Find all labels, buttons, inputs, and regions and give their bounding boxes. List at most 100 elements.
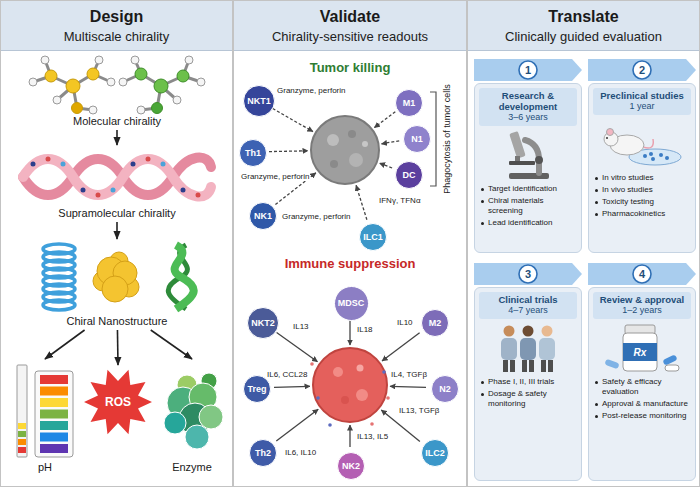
bullet-row: Chiral materials screening <box>479 196 577 216</box>
cytokine-label: IL4, TGFβ <box>390 370 428 379</box>
cell-outline <box>240 140 267 167</box>
immune-cell: NK1 <box>249 202 277 230</box>
card-duration: 1–2 years <box>595 305 689 316</box>
cell-outline <box>422 310 449 337</box>
timeline-band <box>474 263 582 285</box>
bullet-item: Pharmacokinetics <box>602 209 665 219</box>
cytokine-arrow <box>274 386 310 387</box>
figure-caption: pH <box>9 461 81 474</box>
illustration <box>84 370 152 435</box>
bullet-item: Target identification <box>488 184 557 194</box>
effector-arrow <box>269 150 308 152</box>
card-heading: Clinical trials4–7 years <box>479 292 577 319</box>
card-title: Research & development <box>481 90 575 112</box>
cytokine-label: IL13, TGFβ <box>398 406 440 415</box>
process-note: Phagocytosis of tumor cells <box>441 69 453 209</box>
cell-outline <box>396 90 423 117</box>
tumor-cell <box>313 348 387 422</box>
bullet-dot <box>595 381 598 384</box>
bullet-row: Phase I, II, III trials <box>479 377 577 387</box>
tumor-cell <box>362 141 368 147</box>
effector-arrow <box>382 141 400 144</box>
immune-cell: N1 <box>403 125 431 153</box>
figure-caption: Supramolecular chirality <box>11 207 223 220</box>
cell-label: DC <box>403 170 416 180</box>
bullet-row: Toxicity testing <box>593 197 691 207</box>
illustration <box>17 365 73 457</box>
step-number-text: 2 <box>639 64 645 76</box>
immune-cell: M1 <box>395 89 423 117</box>
cell-label: Th2 <box>255 448 271 458</box>
figure-node: pH <box>9 361 81 474</box>
cell-label: M2 <box>429 318 442 328</box>
panel-header: ValidateChirality-sensitive readouts <box>234 1 466 51</box>
bullet-list: In vitro studiesIn vivo studiesToxicity … <box>593 173 691 219</box>
panel-header: TranslateClinically guided evaluation <box>468 1 699 51</box>
immune-cell: NKT2 <box>247 307 279 339</box>
cytokine-dot <box>370 422 374 426</box>
card-title: Review & approval <box>595 294 689 305</box>
cell-outline <box>396 162 423 189</box>
cytokine-arrow <box>382 333 420 361</box>
panel-subtitle: Chirality-sensitive readouts <box>234 28 466 45</box>
tumor-cell <box>356 389 368 401</box>
cell-label: ILC2 <box>425 448 445 458</box>
panel-subtitle: Multiscale chirality <box>1 28 232 45</box>
cytokine-label: IFNγ, TFNα <box>378 196 422 205</box>
effector-label: Granzyme, perforin <box>240 172 310 181</box>
figure-node: Supramolecular chirality <box>11 147 223 220</box>
tumor-cell <box>313 348 387 422</box>
stage-card: 4Review & approval1–2 yearsRxSafety & ef… <box>588 263 696 481</box>
panel-subtitle: Clinically guided evaluation <box>468 28 699 45</box>
step-number-text: 1 <box>525 64 531 76</box>
ros-star: ROS <box>83 367 153 437</box>
card-body: Research & development3–6 yearsTarget id… <box>474 83 582 253</box>
step-number: 1 <box>518 60 538 80</box>
cell-label: Treg <box>247 384 266 394</box>
bullet-row: Safety & efficacy evaluation <box>593 377 691 397</box>
bullet-row: Dosage & safety monitoring <box>479 389 577 409</box>
illustration <box>604 129 681 166</box>
cell-outline <box>244 86 275 117</box>
cytokine-dot <box>316 396 320 400</box>
cytokine-arrow <box>390 386 426 387</box>
cytokine-label: IL6, CCL28 <box>266 370 308 379</box>
bullet-item: Post-release monitoring <box>602 411 686 421</box>
cytokine-label: IL10 <box>396 318 414 327</box>
bullet-item: Lead identification <box>488 218 553 228</box>
step-circle <box>633 265 651 283</box>
bullet-dot <box>595 403 598 406</box>
illustration <box>479 130 577 180</box>
immune-cell: Th2 <box>249 439 277 467</box>
bullet-item: Approval & manufacture <box>602 399 688 409</box>
bullet-row: Lead identification <box>479 218 577 228</box>
cytokine-dot <box>382 370 386 374</box>
card-illustration <box>479 130 577 180</box>
tumor-cell <box>327 134 339 146</box>
cytokine-label: IL13 <box>292 322 310 331</box>
bullet-item: Dosage & safety monitoring <box>488 389 577 409</box>
stage-card: 3Clinical trials4–7 yearsPhase I, II, II… <box>474 263 582 481</box>
effector-label: Granzyme, perforin <box>281 212 351 221</box>
step-number: 3 <box>518 264 538 284</box>
immune-cell: ILC2 <box>421 439 449 467</box>
bullet-row: Target identification <box>479 184 577 194</box>
bullet-item: In vivo studies <box>602 185 653 195</box>
card-illustration: Rx <box>593 323 691 373</box>
cytokine-arrow <box>349 425 350 447</box>
column-panel: Molecular chiralitySupramolecular chiral… <box>0 0 233 487</box>
tumor-cell <box>333 367 343 377</box>
card-duration: 4–7 years <box>481 305 575 316</box>
cell-outline <box>250 203 277 230</box>
column-panel: 1Research & development3–6 yearsTarget i… <box>467 0 700 487</box>
tumor-cell <box>357 365 364 372</box>
card-heading: Research & development3–6 years <box>479 88 577 126</box>
illustration <box>11 55 223 115</box>
effector-arrow <box>356 185 367 220</box>
bullet-item: Toxicity testing <box>602 197 654 207</box>
effector-arrow <box>380 163 393 168</box>
effector-label: Granzyme, perforin <box>276 86 346 95</box>
cell-label: N1 <box>411 134 423 144</box>
illustration <box>164 373 223 449</box>
